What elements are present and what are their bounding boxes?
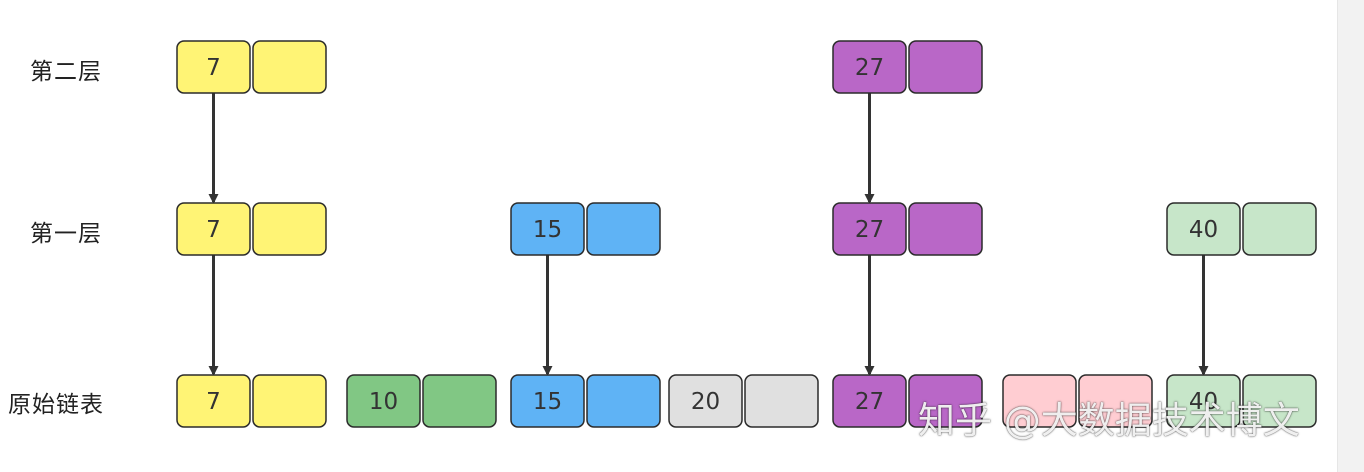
node-pointer-cell xyxy=(908,40,983,94)
node-value-cell xyxy=(510,202,585,256)
level2-node-27: 27 xyxy=(832,40,983,94)
level1-node-40: 40 xyxy=(1166,202,1317,256)
node-pointer-cell xyxy=(252,374,327,428)
node-value-cell xyxy=(176,374,251,428)
node-value-label: 15 xyxy=(533,389,562,415)
base-node-20: 20 xyxy=(668,374,819,428)
base-node-15: 15 xyxy=(510,374,661,428)
node-value-cell xyxy=(176,40,251,94)
level2-label: 第二层 xyxy=(30,59,102,85)
base-node-7: 7 xyxy=(176,374,327,428)
node-pointer-cell xyxy=(586,374,661,428)
node-value-cell xyxy=(1166,202,1241,256)
level1-node-15: 15 xyxy=(510,202,661,256)
base-node-10: 10 xyxy=(346,374,497,428)
node-pointer-cell xyxy=(1078,374,1153,428)
node-pointer-cell xyxy=(908,202,983,256)
level1-node-7: 7 xyxy=(176,202,327,256)
base-node-27: 27 xyxy=(832,374,983,428)
node-value-label: 10 xyxy=(369,389,398,415)
node-pointer-cell xyxy=(252,202,327,256)
node-value-cell xyxy=(832,202,907,256)
node-value-label: 7 xyxy=(206,389,221,415)
node-pointer-cell xyxy=(908,374,983,428)
node-value-cell xyxy=(176,202,251,256)
node-pointer-cell xyxy=(744,374,819,428)
node-pointer-cell xyxy=(1242,374,1317,428)
node-value-label: 27 xyxy=(855,389,884,415)
node-value-cell xyxy=(832,374,907,428)
level1-label: 第一层 xyxy=(30,221,102,247)
node-value-label: 20 xyxy=(691,389,720,415)
base-node-40: 40 xyxy=(1166,374,1317,428)
node-value-cell xyxy=(346,374,421,428)
node-value-label: 40 xyxy=(1189,389,1218,415)
node-value-cell xyxy=(668,374,743,428)
node-value-label: 15 xyxy=(533,217,562,243)
node-pointer-cell xyxy=(1242,202,1317,256)
node-pointer-cell xyxy=(422,374,497,428)
vertical-scrollbar[interactable] xyxy=(1337,0,1364,472)
node-value-cell xyxy=(1166,374,1241,428)
node-value-cell xyxy=(832,40,907,94)
node-value-label: 7 xyxy=(206,55,221,81)
level1-node-27: 27 xyxy=(832,202,983,256)
node-value-cell xyxy=(1002,374,1077,428)
node-pointer-cell xyxy=(586,202,661,256)
node-value-cell xyxy=(510,374,585,428)
node-value-label: 40 xyxy=(1189,217,1218,243)
base-list-label: 原始链表 xyxy=(8,392,104,418)
node-value-label: 7 xyxy=(206,217,221,243)
node-value-label: 27 xyxy=(855,217,884,243)
level2-node-7: 7 xyxy=(176,40,327,94)
base-node-pink xyxy=(1002,374,1153,428)
node-pointer-cell xyxy=(252,40,327,94)
node-value-label: 27 xyxy=(855,55,884,81)
